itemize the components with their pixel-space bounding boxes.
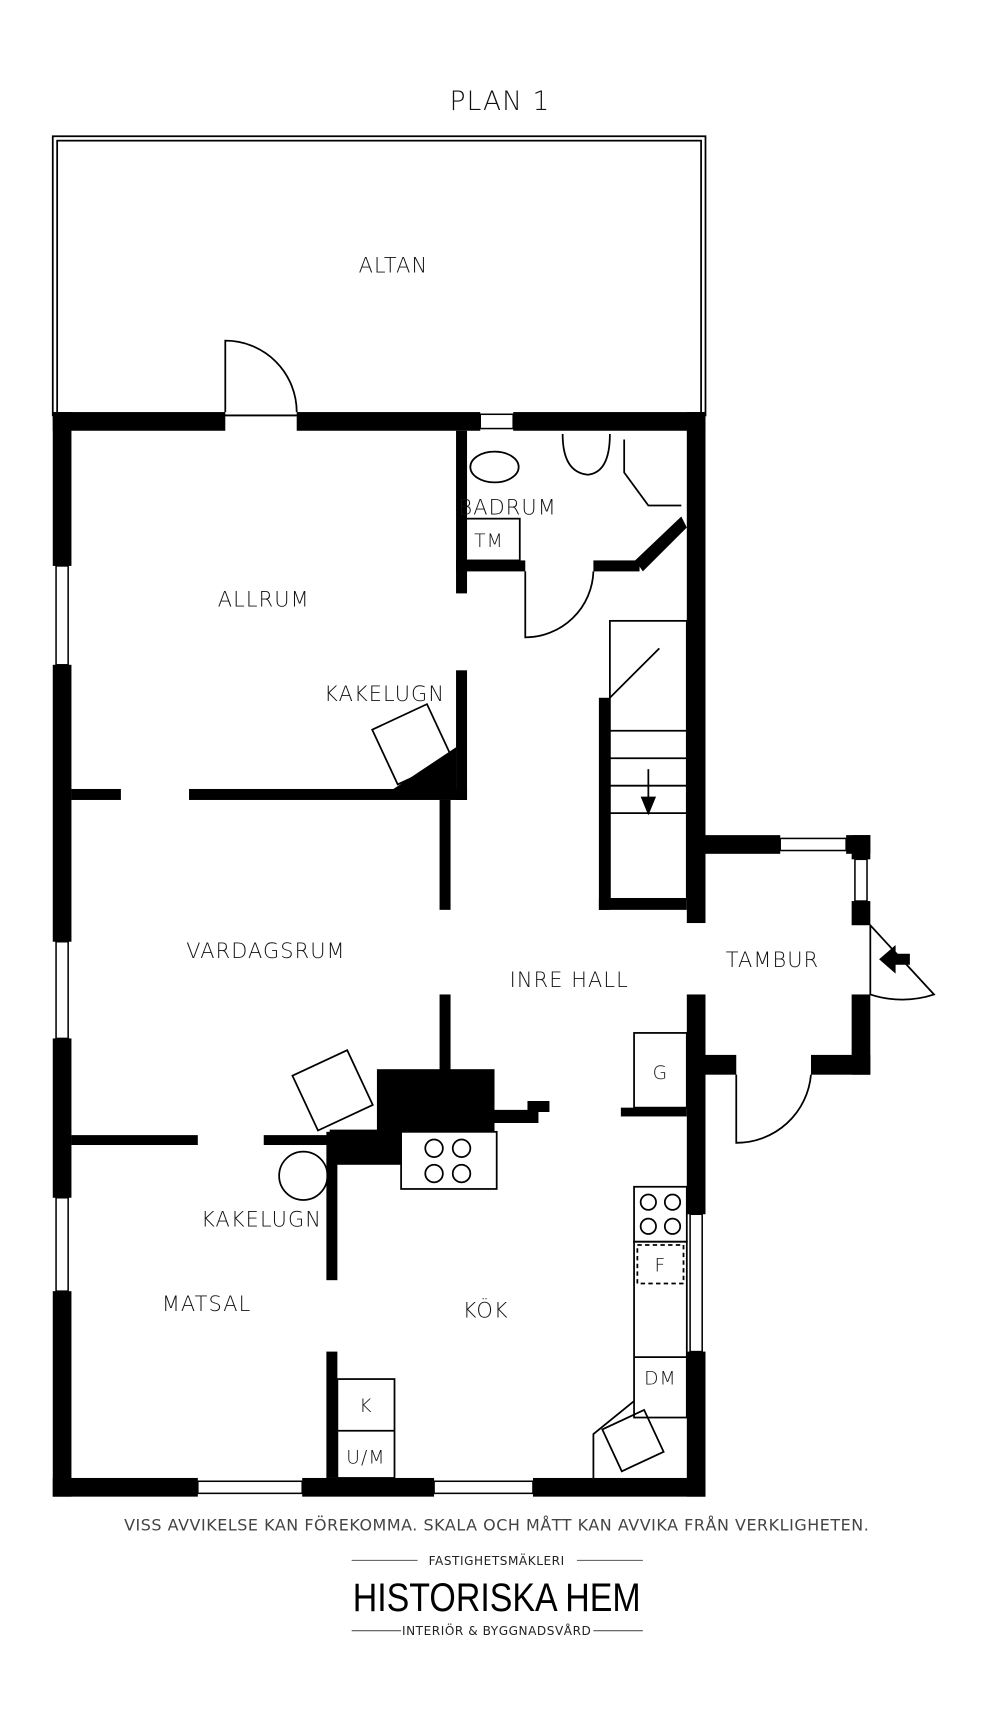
- room-label-inre-hall: INRE HALL: [510, 968, 629, 992]
- windows: [55, 413, 868, 1495]
- room-label-vardagsrum: VARDAGSRUM: [186, 939, 345, 963]
- exterior-walls: [52, 412, 871, 1497]
- interior-walls: [71, 430, 687, 1478]
- label-dm: DM: [644, 1369, 677, 1390]
- plan-title: PLAN 1: [450, 87, 551, 117]
- fixtures: [224, 339, 936, 1479]
- room-label-tambur: TAMBUR: [726, 948, 819, 972]
- room-label-altan: ALTAN: [359, 254, 429, 278]
- room-label-matsal: MATSAL: [162, 1292, 252, 1316]
- brand-tagline-top: FASTIGHETSMÄKLERI: [429, 1553, 565, 1568]
- label-tm: TM: [474, 531, 504, 552]
- label-kakelugn-upper: KAKELUGN: [324, 682, 445, 706]
- entrance-arrow-icon: [879, 945, 910, 974]
- label-kakelugn-lower: KAKELUGN: [201, 1207, 322, 1231]
- label-k: K: [359, 1396, 372, 1417]
- room-label-allrum: ALLRUM: [218, 588, 310, 612]
- label-f: F: [655, 1255, 667, 1276]
- label-um: U/M: [346, 1448, 385, 1469]
- label-g: G: [653, 1063, 669, 1084]
- room-label-kok: KÖK: [463, 1297, 509, 1323]
- brand-name: HISTORISKA HEM: [353, 1576, 641, 1620]
- brand-tagline-bottom: INTERIÖR & BYGGNADSVÅRD: [402, 1622, 591, 1638]
- disclaimer: VISS AVVIKELSE KAN FÖREKOMMA. SKALA OCH …: [124, 1516, 869, 1535]
- brand-logo: FASTIGHETSMÄKLERI HISTORISKA HEM INTERIÖ…: [351, 1553, 643, 1638]
- room-label-badrum: BADRUM: [459, 495, 557, 519]
